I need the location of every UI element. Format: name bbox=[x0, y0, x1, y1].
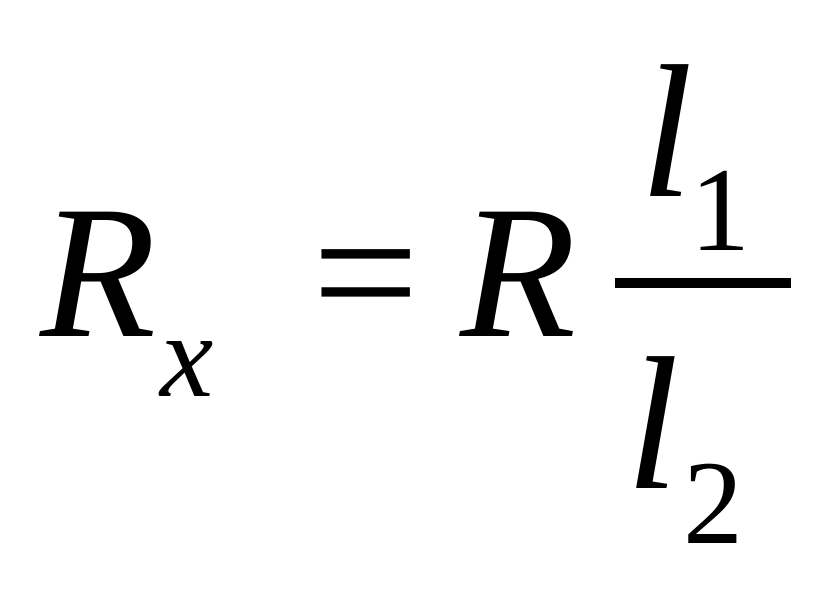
lhs-resistance-symbol: R bbox=[40, 168, 157, 378]
numerator-subscript: 1 bbox=[690, 143, 750, 276]
equals-sign: = bbox=[312, 168, 420, 378]
denominator-subscript: 2 bbox=[683, 436, 743, 569]
numerator-length-symbol: l bbox=[640, 28, 693, 238]
lhs-subscript: x bbox=[160, 289, 214, 422]
rhs-resistance-symbol: R bbox=[460, 168, 577, 378]
fraction-bar bbox=[615, 278, 791, 288]
denominator-length-symbol: l bbox=[626, 320, 679, 530]
